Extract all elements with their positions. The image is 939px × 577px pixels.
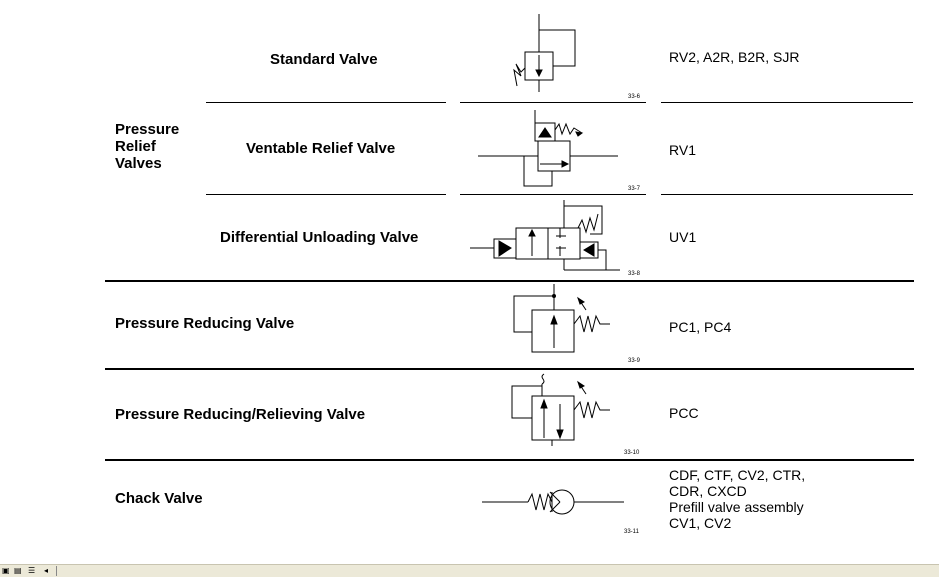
group-label-pressure-relief: Pressure Relief Valves: [115, 121, 205, 172]
row-codes-chack-valve: CDF, CTF, CV2, CTR, CDR, CXCD Prefill va…: [669, 467, 805, 531]
fig-number: 33-10: [624, 450, 640, 456]
differential-unloading-valve-symbol: [470, 200, 620, 271]
row-name-pressure-reducing-valve: Pressure Reducing Valve: [115, 315, 295, 332]
group-label-text: Pressure Relief Valves: [115, 121, 180, 172]
pressure-reducing-valve-symbol: [513, 284, 610, 353]
divider-row1-codes: [661, 102, 913, 103]
codes-line: Prefill valve assembly: [669, 499, 804, 515]
fig-number: 33-11: [624, 529, 639, 535]
view-layout-icon[interactable]: ▤: [14, 566, 22, 575]
row-codes-pressure-reducing-valve: PC1, PC4: [669, 319, 732, 335]
status-bar: ▣ ▤ ☰ ◂: [0, 564, 939, 577]
row-name-pressure-reducing-relieving-valve: Pressure Reducing/Relieving Valve: [115, 406, 366, 423]
fig-number: 33-6: [628, 94, 641, 100]
row-name-ventable-relief-valve: Ventable Relief Valve: [246, 140, 396, 157]
divider-row4: [105, 368, 914, 370]
codes-line: CV1, CV2: [669, 515, 732, 531]
divider-row5: [105, 459, 914, 461]
codes-line: CDR, CXCD: [669, 483, 747, 499]
divider-row2-symbol: [460, 194, 646, 195]
ventable-relief-valve-symbol: [478, 110, 618, 187]
codes-line: CDF, CTF, CV2, CTR,: [669, 467, 806, 483]
divider-row1-name: [206, 102, 446, 103]
scrollbar-divider: [56, 566, 57, 576]
row-codes-differential-unloading-valve: UV1: [669, 229, 697, 245]
fig-number: 33-8: [628, 271, 641, 277]
row-codes-standard-valve: RV2, A2R, B2R, SJR: [669, 49, 800, 65]
divider-row1-symbol: [460, 102, 646, 103]
row-codes-pressure-reducing-relieving-valve: PCC: [669, 405, 699, 421]
divider-row2-name: [206, 194, 446, 195]
divider-row2-codes: [661, 194, 913, 195]
standard-valve-symbol: [513, 14, 576, 92]
check-valve-symbol: [482, 489, 624, 515]
view-outline-icon[interactable]: ☰: [28, 566, 36, 575]
row-name-differential-unloading-valve: Differential Unloading Valve: [220, 229, 419, 246]
row-codes-ventable-relief-valve: RV1: [669, 142, 696, 158]
fig-number: 33-7: [628, 186, 641, 192]
view-normal-icon[interactable]: ▣: [2, 566, 10, 575]
divider-row3: [105, 280, 914, 282]
pressure-reducing-relieving-valve-symbol: [511, 373, 610, 446]
fig-number: 33-9: [628, 358, 641, 364]
row-name-chack-valve: Chack Valve: [115, 490, 203, 507]
row-name-standard-valve: Standard Valve: [270, 51, 378, 68]
scroll-left-icon[interactable]: ◂: [44, 566, 49, 575]
